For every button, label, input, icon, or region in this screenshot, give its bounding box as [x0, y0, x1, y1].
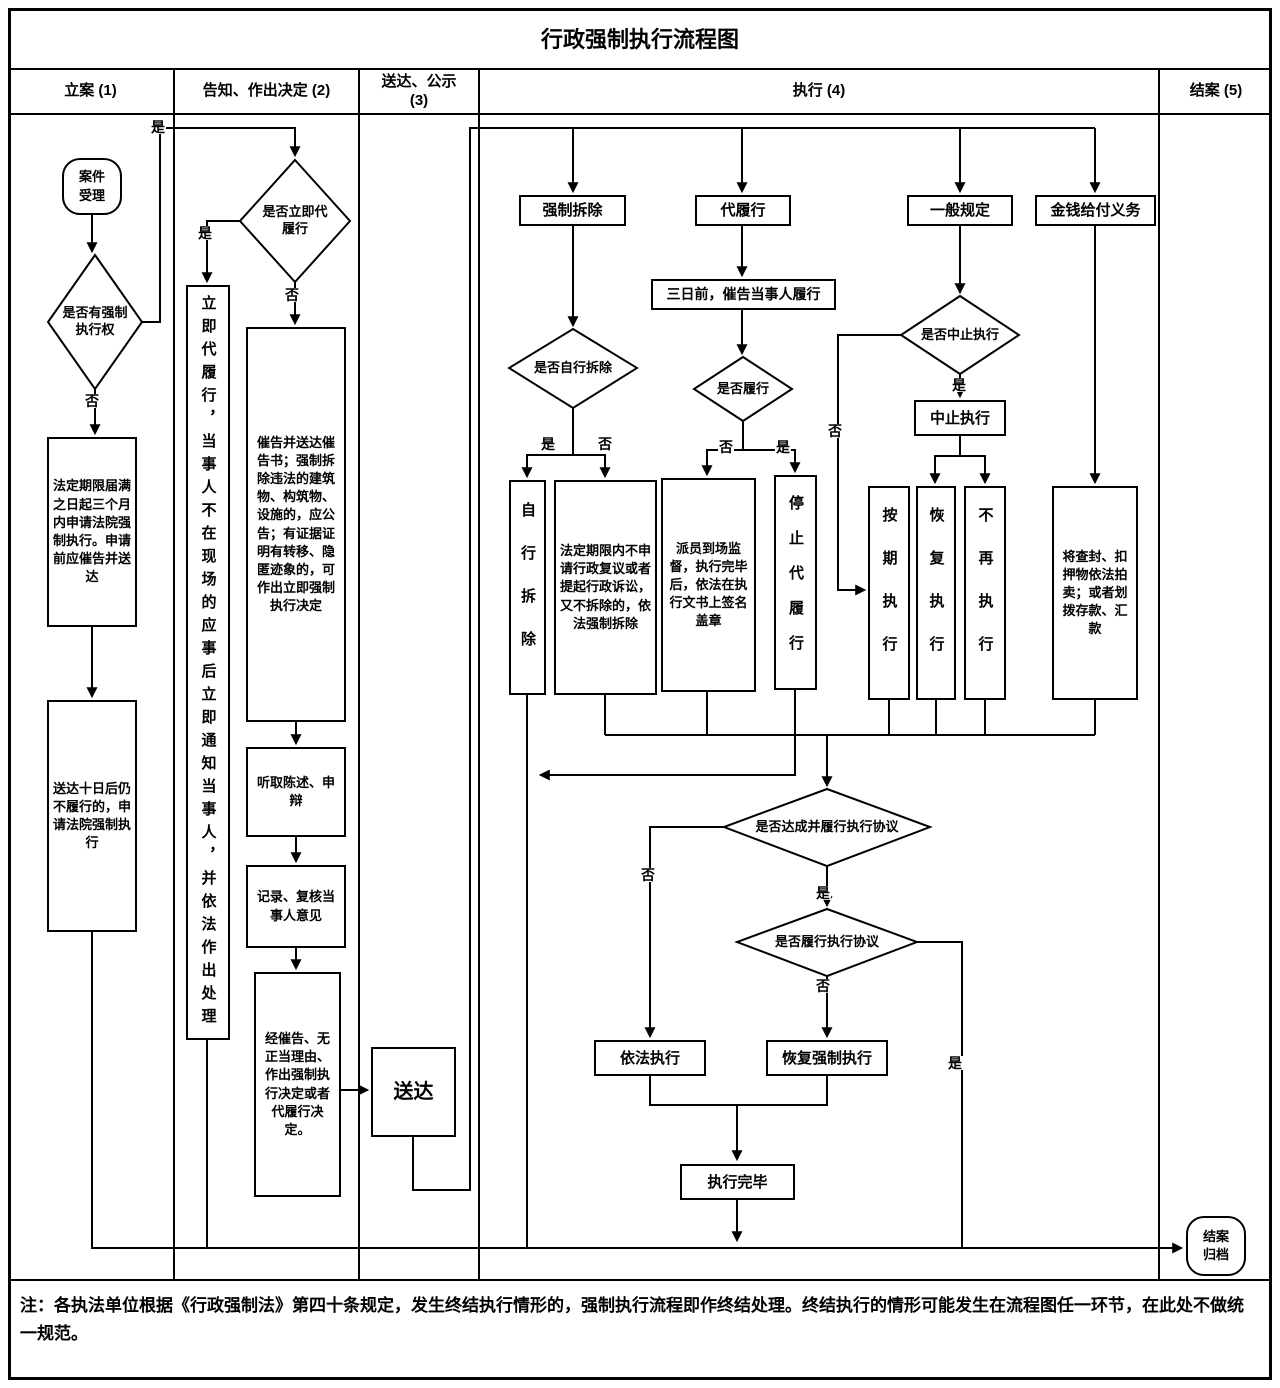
decision-diamonds: [46, 158, 1021, 978]
node-stop-substitute: 停止代履行: [774, 475, 817, 690]
node-serve: 送达: [371, 1047, 456, 1137]
outer-border: [8, 8, 1272, 1380]
node-monetary-obligation: 金钱给付义务: [1035, 195, 1156, 226]
node-case-accept: 案件受理: [62, 158, 122, 215]
node-agreement-performed-question: 是否履行执行协议: [774, 933, 879, 949]
node-execute-on-schedule: 按期执行: [868, 486, 910, 700]
lane-header-execute: 执行 (4): [792, 82, 846, 100]
node-general-provisions: 一般规定: [907, 195, 1013, 226]
note-divider: [8, 1279, 1272, 1281]
lane-divider-4: [1158, 70, 1160, 1279]
node-self-demolish: 自行拆除: [509, 480, 546, 695]
connector-lines: [86, 127, 1184, 1254]
node-forced-demolish-law: 法定期限内不申请行政复议或者提起行政诉讼，又不拆除的，依法强制拆除: [554, 480, 657, 695]
header-divider: [8, 113, 1272, 115]
node-immediate-question: 是否立即代履行: [262, 204, 328, 236]
node-self-demolish-question: 是否自行拆除: [533, 359, 612, 375]
diamond-self-demolish: [507, 327, 639, 410]
label-agreement-reached-yes: 是: [815, 885, 831, 901]
node-close-archive: 结案归档: [1186, 1216, 1246, 1276]
node-make-decision: 经催告、无正当理由、作出强制执行决定或者代履行决定。: [254, 972, 341, 1197]
label-immediate-no: 否: [284, 287, 300, 303]
node-record-review: 记录、复核当事人意见: [246, 865, 346, 948]
label-self-demolish-no: 否: [597, 436, 613, 452]
label-immediate-yes: 是: [197, 225, 213, 241]
diamond-agreement-performed: [734, 907, 920, 978]
lane-header-service-line2: (3): [409, 91, 429, 109]
node-no-longer-execute: 不再执行: [964, 486, 1006, 700]
label-agreement-performed-yes: 是: [947, 1055, 963, 1071]
label-agreement-performed-no: 否: [815, 978, 831, 994]
node-resume-execution: 恢复执行: [916, 486, 956, 700]
node-forced-demolition: 强制拆除: [519, 195, 626, 226]
footnote: 注：各执法单位根据《行政强制法》第四十条规定，发生终结执行情形的，强制执行流程即…: [20, 1296, 1244, 1344]
diamond-immediate: [238, 158, 352, 284]
lane-divider-2: [358, 70, 360, 1279]
node-auction-transfer: 将查封、扣押物依法拍卖；或者划拨存款、汇款: [1052, 486, 1138, 700]
label-suspend-no: 否: [827, 423, 843, 439]
lane-header-notify: 告知、作出决定 (2): [202, 82, 331, 100]
node-has-power-question: 是否有强制执行权: [62, 305, 128, 337]
diamond-suspend: [899, 294, 1021, 376]
node-apply-court-after-service: 送达十日后仍不履行的，申请法院强制执行: [47, 700, 137, 932]
label-performed-yes: 是: [775, 439, 791, 455]
diamond-agreement-reached: [721, 787, 933, 868]
node-apply-court: 法定期限届满之日起三个月内申请法院强制执行。申请前应催告并送达: [47, 437, 137, 627]
title-divider: [8, 68, 1272, 70]
lane-header-close: 结案 (5): [1189, 82, 1243, 100]
lane-header-service-line1: 送达、公示: [381, 72, 457, 90]
lane-header-filing: 立案 (1): [64, 82, 117, 100]
lane-header-service: 送达、公示 (3): [360, 70, 478, 113]
lane-divider-1: [173, 70, 175, 1279]
node-suspend-question: 是否中止执行: [920, 326, 999, 342]
label-suspend-yes: 是: [951, 377, 967, 393]
lane-divider-3: [478, 70, 480, 1279]
node-execution-complete: 执行完毕: [680, 1164, 795, 1200]
node-substitute-performance: 代履行: [695, 195, 791, 226]
label-self-demolish-yes: 是: [540, 436, 556, 452]
label-has-power-no: 否: [84, 393, 100, 409]
label-performed-no: 否: [718, 439, 734, 455]
node-cuigao-notice: 催告并送达催告书；强制拆除违法的建筑物、构筑物、设施的，应公告；有证据证明有转移…: [246, 327, 346, 722]
node-immediate-perform: 立即代履行，当事人不在现场的应事后立即通知当事人，并依法作出处理: [186, 285, 230, 1040]
node-resume-forced-execution: 恢复强制执行: [766, 1040, 888, 1076]
node-performed-question: 是否履行: [716, 380, 769, 396]
node-agreement-reached-question: 是否达成并履行执行协议: [755, 818, 899, 834]
label-agreement-reached-no: 否: [640, 867, 656, 883]
diamond-has-power: [46, 253, 144, 391]
node-three-day-notice: 三日前，催告当事人履行: [651, 279, 836, 310]
node-suspend-execution: 中止执行: [914, 400, 1006, 436]
label-has-power-yes: 是: [150, 119, 166, 135]
diamond-performed: [692, 355, 794, 423]
node-dispatch-supervise: 派员到场监督，执行完毕后，依法在执行文书上签名盖章: [661, 478, 756, 692]
node-execute-by-law: 依法执行: [594, 1040, 706, 1076]
node-hear-statement: 听取陈述、申辩: [246, 747, 346, 837]
chart-title: 行政强制执行流程图: [540, 27, 739, 52]
